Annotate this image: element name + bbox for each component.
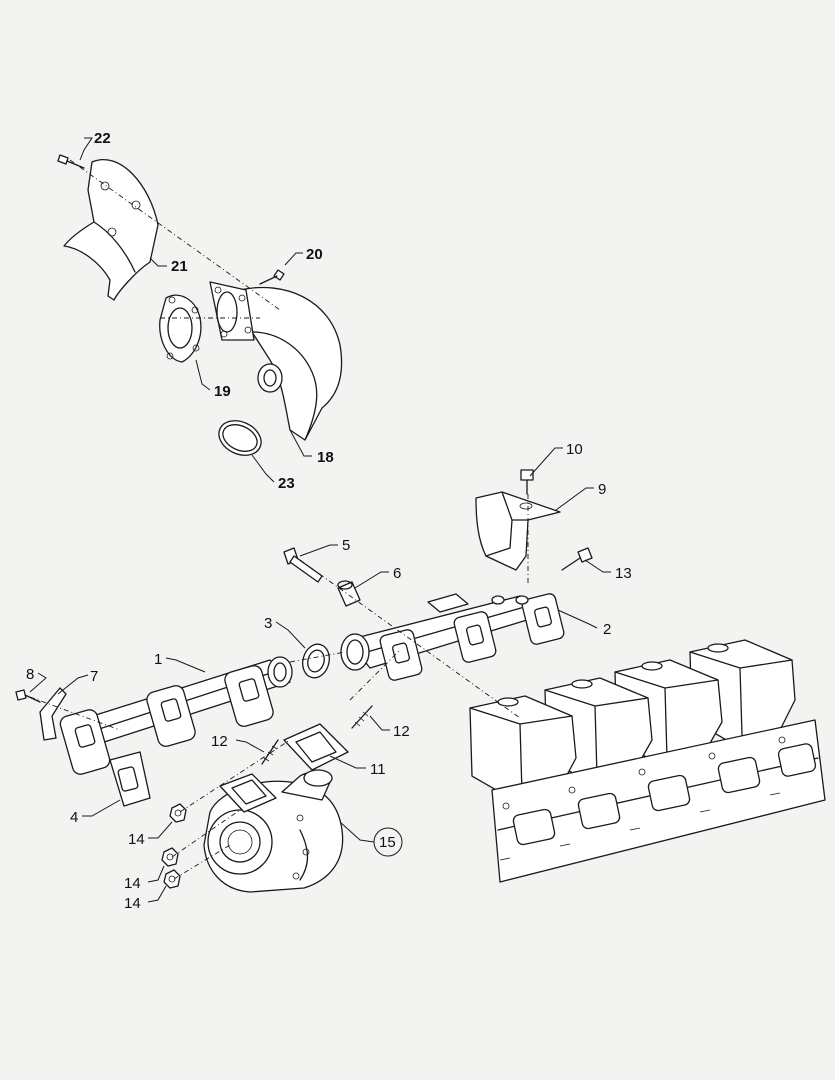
label-12-right: 12 <box>393 723 410 740</box>
label-23: 23 <box>278 475 295 492</box>
label-4: 4 <box>70 809 78 826</box>
nut-14-middle <box>161 847 179 867</box>
label-14-middle: 14 <box>124 875 141 892</box>
heat-shield <box>63 159 159 301</box>
elbow-gasket <box>159 294 202 363</box>
turbo-gasket <box>283 723 349 771</box>
label-8: 8 <box>26 666 34 683</box>
screw-22 <box>57 154 85 169</box>
exhaust-elbow-pipe <box>209 281 343 441</box>
label-1: 1 <box>154 651 162 668</box>
label-11: 11 <box>370 761 386 778</box>
label-21: 21 <box>171 258 188 275</box>
assembly-axis-lines <box>29 159 529 880</box>
nut-14-top <box>169 803 187 823</box>
label-12-left: 12 <box>211 733 228 750</box>
bolt-5 <box>283 547 323 583</box>
spacer-6 <box>337 580 361 607</box>
bracket-7 <box>39 687 67 741</box>
leader-lines <box>29 137 611 903</box>
label-18: 18 <box>317 449 334 466</box>
exhaust-manifold-rear <box>340 593 565 681</box>
label-20: 20 <box>306 246 323 263</box>
o-ring <box>218 420 262 456</box>
bracket-shield <box>475 491 561 571</box>
screw-13 <box>561 547 593 571</box>
label-15: 15 <box>379 834 396 851</box>
label-5: 5 <box>342 537 350 554</box>
label-19: 19 <box>214 383 231 400</box>
label-10: 10 <box>566 441 583 458</box>
label-7: 7 <box>90 668 98 685</box>
label-13: 13 <box>615 565 632 582</box>
label-2: 2 <box>603 621 611 638</box>
label-14-bottom: 14 <box>124 895 141 912</box>
screw-20 <box>259 269 285 285</box>
label-9: 9 <box>598 481 606 498</box>
stud-12-right <box>351 705 373 729</box>
label-22: 22 <box>94 130 111 147</box>
turbocharger <box>203 769 344 893</box>
manifold-gasket <box>109 751 151 807</box>
bolt-8 <box>15 689 41 703</box>
stud-12-left <box>261 739 279 765</box>
engine-cylinder-head <box>469 639 826 883</box>
nut-14-bottom <box>163 869 181 889</box>
label-6: 6 <box>393 565 401 582</box>
label-14-top: 14 <box>128 831 145 848</box>
screw-10 <box>520 469 534 495</box>
exhaust-manifold-front <box>59 656 293 775</box>
label-3: 3 <box>264 615 272 632</box>
